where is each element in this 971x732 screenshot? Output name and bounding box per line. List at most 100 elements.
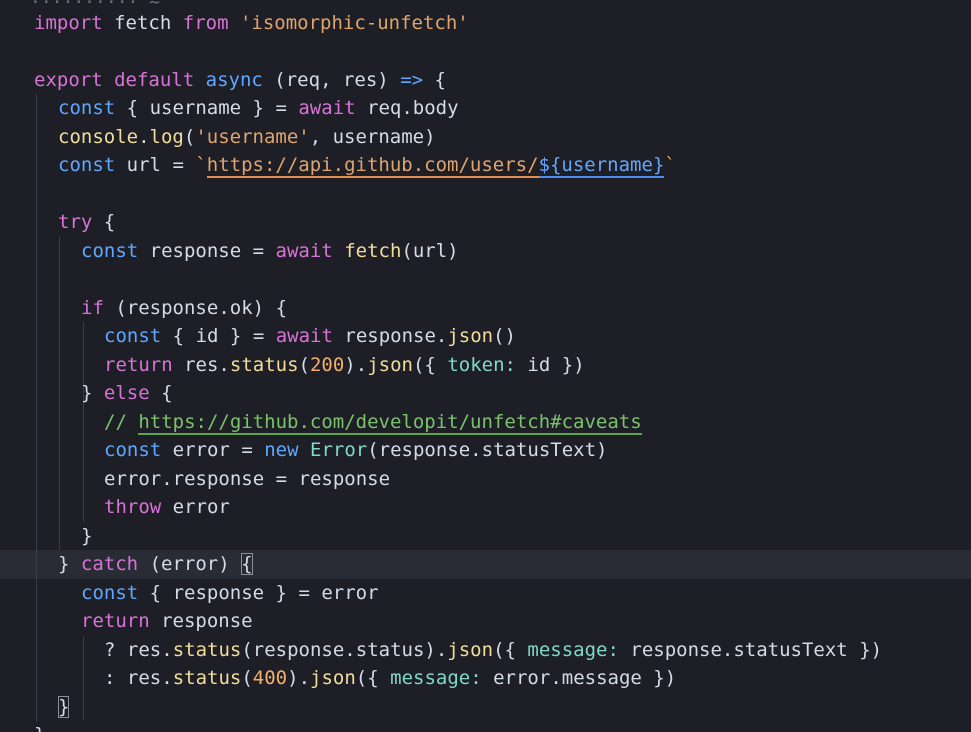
- identifier: res: [184, 354, 219, 376]
- punctuation: .: [161, 468, 173, 490]
- punctuation: (: [241, 667, 253, 689]
- identifier: fetch: [114, 12, 172, 34]
- function-call: json: [447, 639, 494, 661]
- url-link[interactable]: https://api.github.com/users/: [206, 154, 539, 178]
- keyword: const: [81, 240, 139, 262]
- punctuation: }): [653, 667, 677, 689]
- operator: =: [275, 97, 287, 119]
- punctuation: (: [367, 439, 379, 461]
- code-line: ? res.status(response.status).json({ mes…: [0, 636, 971, 664]
- code-line: import fetch from 'isomorphic-unfetch': [0, 9, 971, 37]
- keyword: const: [58, 97, 116, 119]
- punctuation: (: [241, 639, 253, 661]
- keyword: new: [264, 439, 299, 461]
- identifier: error: [161, 553, 219, 575]
- keyword: const: [104, 439, 162, 461]
- punctuation: {: [103, 211, 116, 233]
- punctuation: ): [218, 553, 230, 575]
- property: statusText: [481, 439, 597, 461]
- identifier: response: [252, 639, 345, 661]
- current-line-highlight: [0, 550, 971, 579]
- identifier: res: [126, 639, 162, 661]
- indent-guide: [83, 636, 84, 720]
- punctuation: {: [275, 297, 288, 319]
- identifier: url: [412, 240, 448, 262]
- identifier: response: [630, 639, 722, 661]
- identifier: username: [332, 126, 425, 148]
- matched-bracket: {: [241, 553, 253, 575]
- identifier: error: [172, 439, 230, 461]
- template-interpolation-close[interactable]: }: [652, 154, 665, 178]
- punctuation: ({: [493, 639, 516, 661]
- identifier: id: [527, 354, 551, 376]
- comment-url-link[interactable]: https://github.com/developit/unfetch#cav…: [138, 411, 642, 435]
- scrolled-off-line: ·········· ~: [30, 0, 161, 13]
- identifier: response: [172, 582, 265, 604]
- code-line: } else {: [0, 379, 971, 407]
- identifier: req: [367, 97, 402, 119]
- punctuation: .: [355, 354, 368, 376]
- keyword: if: [81, 297, 104, 319]
- punctuation: }): [561, 354, 585, 376]
- punctuation: ({: [412, 354, 436, 376]
- function-call: json: [310, 667, 356, 689]
- punctuation: ): [424, 126, 436, 148]
- operator: :: [104, 667, 116, 689]
- punctuation: {: [161, 382, 173, 404]
- code-line: console.log('username', username): [0, 123, 971, 151]
- template-tick: `: [195, 154, 207, 176]
- keyword: const: [81, 582, 139, 604]
- interpolated-variable[interactable]: username: [561, 154, 653, 178]
- function-call: fetch: [344, 240, 402, 262]
- property: message: [561, 667, 642, 689]
- string-literal: 'username': [195, 126, 310, 148]
- operator: =: [172, 154, 184, 176]
- function-call: log: [149, 126, 184, 148]
- function-call: json: [367, 354, 413, 376]
- punctuation: .: [401, 97, 413, 119]
- operator: =: [241, 439, 253, 461]
- punctuation: .: [298, 667, 311, 689]
- punctuation: }: [229, 325, 242, 347]
- code-line: return res.status(200).json({ token: id …: [0, 351, 971, 379]
- keyword: throw: [104, 496, 162, 518]
- punctuation: (: [115, 297, 127, 319]
- punctuation: ): [252, 297, 265, 319]
- keyword: default: [114, 69, 195, 91]
- property: body: [412, 97, 459, 119]
- code-line: const { response } = error: [0, 579, 971, 607]
- code-line: const response = await fetch(url): [0, 237, 971, 265]
- punctuation: {: [126, 97, 139, 119]
- operator: =: [252, 240, 265, 262]
- code-line-current: } catch (error) {: [0, 550, 971, 578]
- punctuation: ({: [355, 667, 379, 689]
- keyword: const: [104, 325, 162, 347]
- punctuation: ,: [309, 126, 322, 148]
- template-interpolation-open[interactable]: ${: [538, 154, 562, 178]
- identifier: error: [104, 468, 162, 490]
- identifier: error: [321, 582, 379, 604]
- code-line: const { username } = await req.body: [0, 94, 971, 122]
- punctuation: ,: [320, 69, 332, 91]
- identifier: response: [161, 610, 253, 632]
- code-line: throw error: [0, 493, 971, 521]
- class-name: Error: [310, 439, 368, 461]
- code-line: try {: [0, 208, 971, 236]
- punctuation: .: [435, 325, 448, 347]
- identifier: username: [149, 97, 242, 119]
- punctuation: :: [470, 667, 482, 689]
- punctuation: }: [34, 724, 45, 732]
- punctuation: :: [607, 639, 619, 661]
- string-literal: 'isomorphic-unfetch': [239, 12, 469, 34]
- punctuation: ): [596, 439, 608, 461]
- function-call: status: [172, 639, 242, 661]
- punctuation: }): [859, 639, 883, 661]
- keyword: import: [34, 12, 103, 34]
- punctuation: {: [434, 69, 446, 91]
- punctuation: (: [298, 354, 310, 376]
- param: req: [285, 69, 321, 91]
- identifier: error: [172, 496, 230, 518]
- keyword: try: [58, 211, 93, 233]
- identifier: response: [298, 468, 391, 490]
